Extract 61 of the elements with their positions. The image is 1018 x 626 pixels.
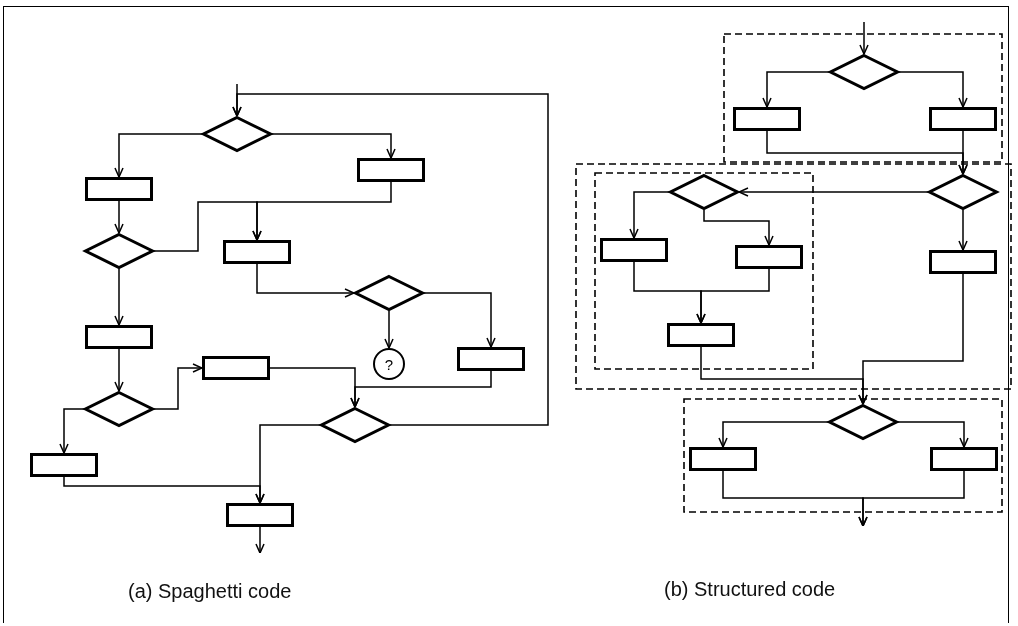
decision-diamond bbox=[828, 404, 898, 440]
process-box bbox=[226, 503, 294, 527]
arrow bbox=[859, 21, 869, 55]
decision-diamond bbox=[84, 391, 154, 427]
process-box bbox=[929, 250, 997, 274]
process-box bbox=[223, 240, 291, 264]
connector-circle bbox=[373, 348, 405, 380]
decision-diamond bbox=[669, 174, 739, 210]
process-box bbox=[667, 323, 735, 347]
process-box bbox=[930, 447, 998, 471]
arrow bbox=[738, 187, 929, 197]
caption: (a) Spaghetti code bbox=[128, 580, 292, 603]
arrow bbox=[271, 133, 396, 159]
process-box bbox=[735, 245, 803, 269]
arrow bbox=[858, 273, 964, 405]
arrow bbox=[958, 209, 968, 251]
process-box bbox=[689, 447, 757, 471]
process-box bbox=[457, 347, 525, 371]
decision-diamond bbox=[320, 407, 390, 443]
dashed-frame bbox=[723, 33, 1003, 163]
process-box bbox=[85, 177, 153, 201]
process-box bbox=[733, 107, 801, 131]
process-box bbox=[357, 158, 425, 182]
arrow bbox=[898, 71, 968, 108]
decision-diamond bbox=[354, 275, 424, 311]
arrow bbox=[256, 263, 355, 298]
dashed-frame bbox=[683, 398, 1003, 513]
arrow bbox=[858, 470, 965, 527]
process-box bbox=[600, 238, 668, 262]
process-box bbox=[202, 356, 270, 380]
dashed-frame bbox=[575, 163, 1012, 390]
caption: (b) Structured code bbox=[664, 578, 836, 601]
arrow bbox=[897, 421, 969, 448]
decision-diamond bbox=[84, 233, 154, 269]
arrow bbox=[114, 200, 124, 234]
dashed-frame bbox=[594, 172, 814, 370]
node-label: ? bbox=[384, 356, 394, 372]
arrow bbox=[114, 133, 203, 178]
arrow bbox=[703, 209, 774, 246]
arrow bbox=[232, 93, 549, 426]
decision-diamond bbox=[202, 116, 272, 152]
arrow bbox=[255, 526, 265, 554]
arrow bbox=[762, 71, 830, 108]
process-box bbox=[85, 325, 153, 349]
arrow bbox=[114, 268, 124, 326]
process-box bbox=[929, 107, 997, 131]
arrow bbox=[384, 310, 394, 349]
arrow bbox=[153, 363, 203, 410]
arrow bbox=[350, 370, 492, 408]
arrow bbox=[696, 268, 770, 324]
arrow bbox=[114, 348, 124, 392]
arrow bbox=[958, 130, 968, 175]
arrow bbox=[63, 476, 265, 504]
decision-diamond bbox=[829, 54, 899, 90]
arrow bbox=[629, 191, 670, 239]
arrow bbox=[252, 181, 392, 241]
process-box bbox=[30, 453, 98, 477]
arrow bbox=[718, 421, 829, 448]
arrow bbox=[59, 408, 85, 454]
decision-diamond bbox=[928, 174, 998, 210]
arrow bbox=[423, 292, 496, 348]
